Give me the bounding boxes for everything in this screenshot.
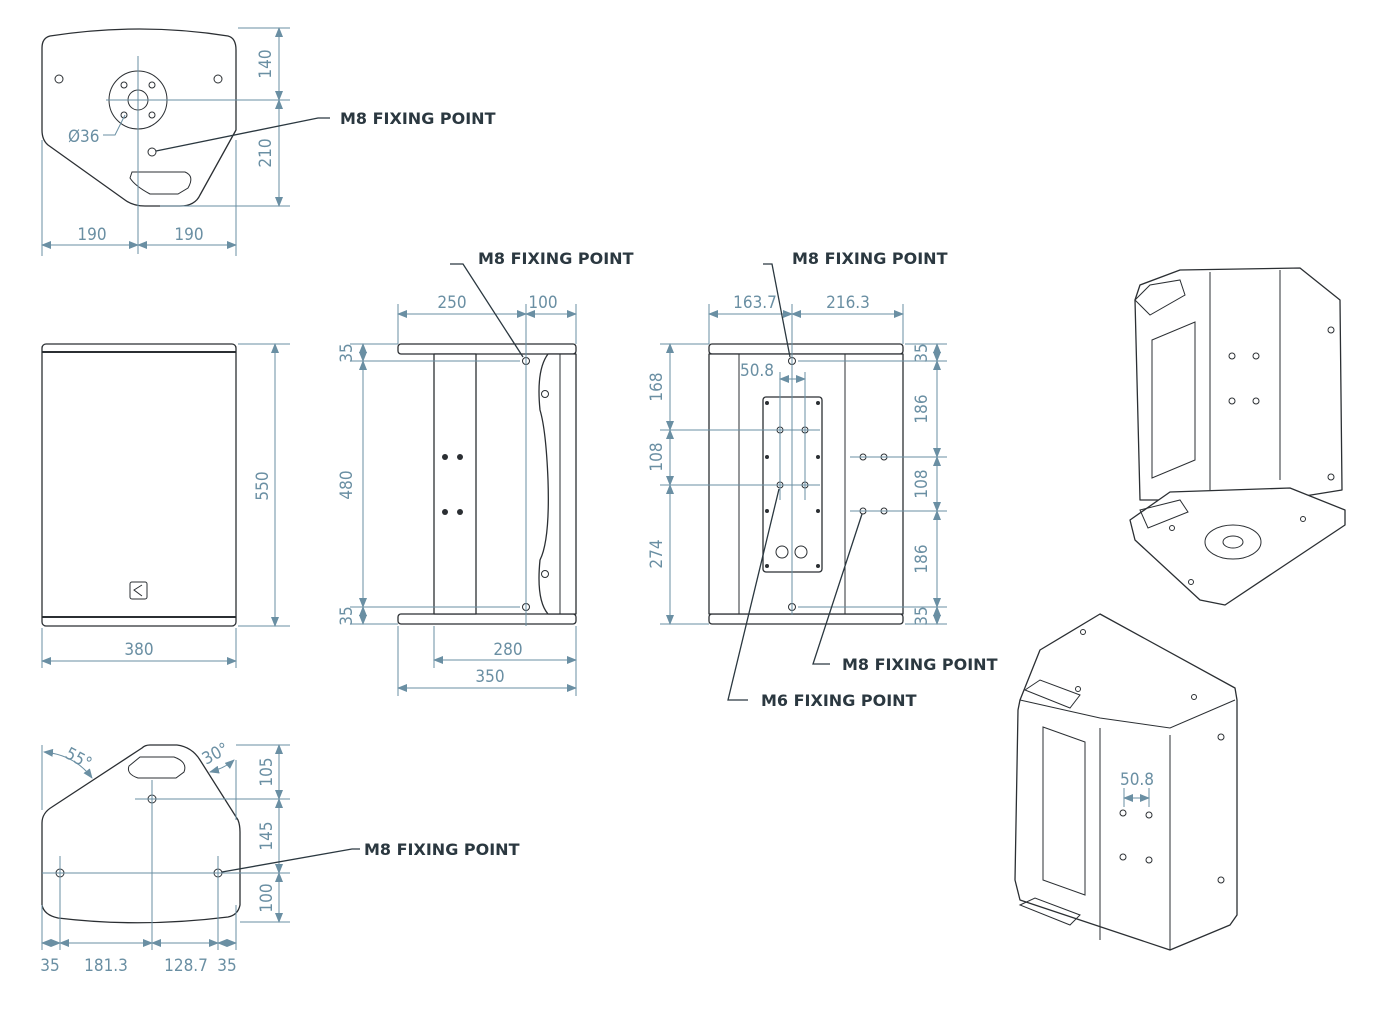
dim-label: 250 [437,293,466,313]
input-panel [1151,321,1196,479]
bottom-view-outline [41,744,241,924]
handle-icon [129,171,192,195]
handle-icon [1134,279,1186,316]
dim-label: 105 [257,757,277,786]
top-view: Ø36 140 210 190 190 M8 FIXING POINT [41,27,496,256]
dim-label: 35 [40,956,59,976]
input-panel [1042,726,1086,896]
top-view-outline [41,28,237,207]
dim-label: 108 [647,442,667,471]
handle-icon [127,756,186,779]
dim-label: 35 [337,343,357,362]
m8-holes [1169,326,1335,585]
dim-label: 274 [647,539,667,568]
dim-label: 128.7 [164,956,208,976]
m8-fixing-point-label: M8 FIXING POINT [792,249,948,268]
dim-label: 210 [256,138,276,167]
m6-fixing-point-label: M6 FIXING POINT [761,691,917,710]
dim-label: 480 [337,470,357,499]
screw-icon [541,390,549,398]
handle-icon [1023,679,1081,709]
m8-fixing-point-label: M8 FIXING POINT [340,109,496,128]
m8-holes [1075,629,1225,884]
dim-label: 216.3 [826,293,870,313]
dim-label: 190 [174,225,203,245]
screw-icon [213,74,223,84]
dim-label: 380 [124,640,153,660]
screw-icon [541,570,549,578]
dim-label: 181.3 [84,956,128,976]
isometric-view-bottom [1129,267,1346,606]
dim-label: 100 [257,883,277,912]
dim-label: 140 [256,49,276,78]
m8-fixing-point-label: M8 FIXING POINT [842,655,998,674]
side-view: 250 100 35 480 35 280 350 M8 FIXING POIN… [337,249,634,696]
dim-label: 35 [912,343,932,362]
flange-ring [1204,524,1262,560]
bottom-view: 105 145 100 35 181.3 128.7 35 55° 30° M8… [40,739,519,976]
isometric-view-top: 50.8 [1014,613,1238,951]
dim-label: 50.8 [1120,770,1154,790]
panel-screws [765,401,820,568]
dim-label: 190 [77,225,106,245]
angle-label: 55° [62,744,95,774]
logo-icon [129,581,148,600]
rear-view: 163.7 216.3 50.8 168 108 274 35 186 108 … [647,249,998,710]
flange-screws [120,81,156,119]
diameter-label: Ø36 [68,127,100,147]
dim-label: 35 [217,956,236,976]
handle-icon [1139,499,1189,529]
dim-label: 350 [475,667,504,687]
dim-label: 50.8 [740,361,774,381]
dim-label: 108 [912,469,932,498]
dim-label: 163.7 [733,293,777,313]
dim-label: 280 [493,640,522,660]
screw-icon [54,74,64,84]
connector-icon [775,545,789,559]
dim-label: 186 [912,394,932,423]
dim-label: 168 [647,372,667,401]
m8-fixing-point-label: M8 FIXING POINT [364,840,520,859]
dim-label: 35 [337,606,357,625]
front-view: 550 380 [41,343,290,668]
connector-icon [794,545,808,559]
dim-label: 145 [257,821,277,850]
m8-fixing-point-marker [147,147,157,157]
front-view-outline [41,343,237,627]
dim-label: 100 [528,293,557,313]
m8-fixing-point-label: M8 FIXING POINT [478,249,634,268]
dim-label: 550 [253,471,273,500]
dim-label: 35 [912,606,932,625]
m8-holes [442,454,463,515]
handle-icon [1018,897,1081,926]
dim-label: 186 [912,544,932,573]
